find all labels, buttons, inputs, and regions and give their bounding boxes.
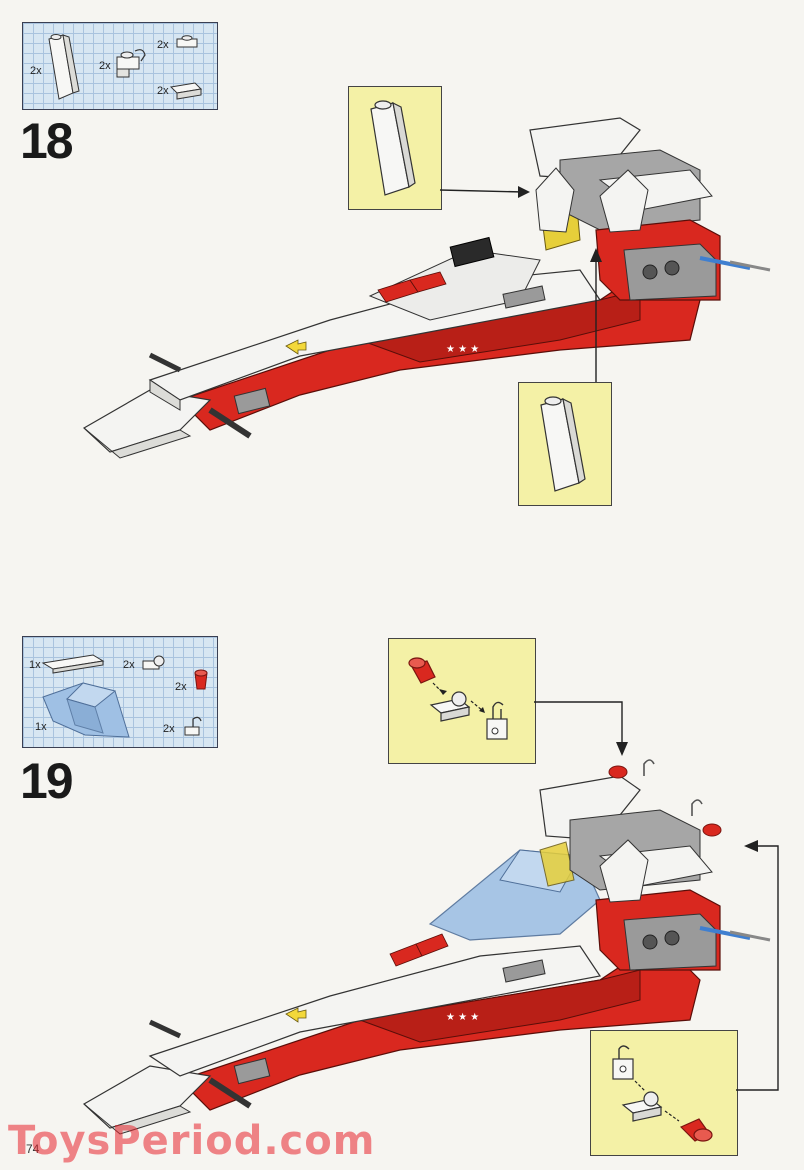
part-qty: 2x bbox=[30, 65, 42, 77]
white-clip-plate-icon bbox=[116, 49, 146, 78]
red-cone-icon bbox=[679, 1118, 713, 1142]
spaceship-model-step-19: ★ ★ ★ bbox=[82, 701, 779, 1135]
part-qty: 2x bbox=[157, 39, 169, 51]
white-round-plate-icon bbox=[621, 1091, 663, 1122]
callout-box bbox=[388, 638, 536, 764]
part-qty: 1x bbox=[29, 659, 41, 671]
white-slope-brick-icon bbox=[48, 34, 80, 100]
part-qty: 2x bbox=[99, 60, 111, 72]
white-clip-icon bbox=[184, 716, 202, 736]
red-cone-icon bbox=[408, 657, 436, 684]
parts-box-step-18: 2x 2x 2x 2x bbox=[22, 22, 218, 110]
page-number: 74 bbox=[26, 1142, 40, 1156]
white-round-plate-icon bbox=[429, 691, 471, 722]
red-cone-icon bbox=[194, 669, 208, 690]
white-slope-brick-icon bbox=[540, 396, 586, 492]
step-number: 18 bbox=[20, 113, 74, 169]
white-plate-1x2-icon bbox=[176, 35, 198, 48]
svg-text:★ ★ ★: ★ ★ ★ bbox=[446, 1012, 479, 1023]
parts-drawing bbox=[41, 654, 208, 738]
part-qty: 2x bbox=[163, 723, 175, 735]
callout-box bbox=[518, 382, 612, 506]
red-cone-clip-assembly-icon bbox=[408, 657, 508, 740]
red-cone-clip-assembly-icon bbox=[612, 1045, 713, 1142]
part-qty: 2x bbox=[175, 681, 187, 693]
white-slope-brick-icon bbox=[370, 100, 416, 196]
svg-text:★ ★ ★: ★ ★ ★ bbox=[446, 344, 479, 355]
white-tile-1x2-icon bbox=[169, 82, 203, 100]
callout-box bbox=[590, 1030, 738, 1156]
trans-blue-windscreen-icon bbox=[42, 682, 130, 738]
part-qty: 1x bbox=[35, 721, 47, 733]
callout-box bbox=[348, 86, 442, 210]
white-clip-icon bbox=[486, 701, 508, 740]
watermark: ToysPeriod.com bbox=[8, 1118, 376, 1164]
white-tile-1x4-icon bbox=[41, 654, 105, 674]
part-qty: 2x bbox=[157, 85, 169, 97]
white-round-plate-icon bbox=[142, 655, 165, 670]
white-clip-icon bbox=[612, 1045, 634, 1080]
spaceship-model-step-18: ★ ★ ★ bbox=[82, 117, 771, 459]
part-qty: 2x bbox=[123, 659, 135, 671]
step-number: 19 bbox=[20, 753, 74, 809]
parts-box-step-19: 1x 2x 2x 1x 2x bbox=[22, 636, 218, 748]
parts-drawing bbox=[48, 34, 203, 100]
